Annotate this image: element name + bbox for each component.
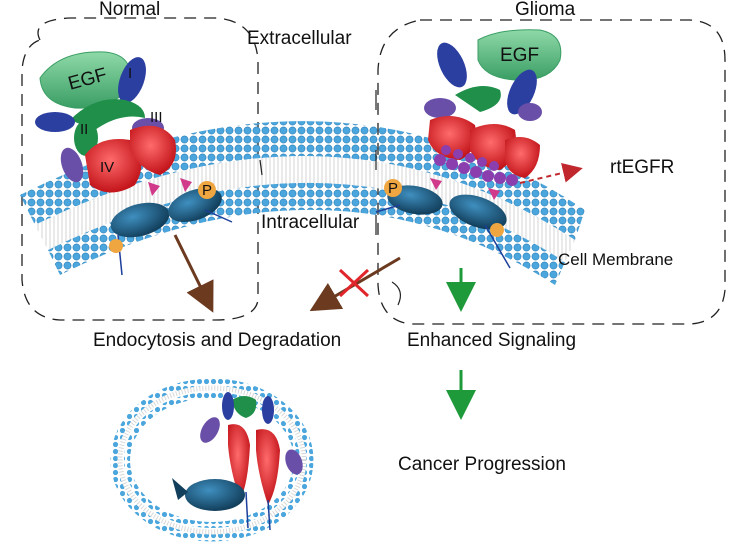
label-cancer-progression: Cancer Progression [398,454,566,475]
label-rtegfr: rtEGFR [610,157,675,178]
rtegfr-arrow [519,163,583,184]
domain-i-left [118,57,146,103]
label-egf-right: EGF [500,45,540,66]
kinase-domain-left-a [110,202,170,238]
glioma-egfr-cluster [375,29,562,269]
domain-ii-label-blob [74,120,98,156]
label-cell-membrane: Cell Membrane [558,250,674,269]
label-phospho-left: P [202,182,213,199]
label-endocytosis: Endocytosis and Degradation [93,330,342,351]
arrow-normal-to-endocytosis [173,234,214,313]
label-domain-ii: II [80,121,89,138]
kinase-domain-right-a [387,185,443,215]
label-phospho-right: P [388,180,399,197]
rtegfr-beads [434,145,518,186]
label-domain-i: I [128,65,133,82]
label-domain-iv: IV [100,159,115,176]
kinase-domain-right-b [449,194,507,230]
label-extracellular: Extracellular [247,28,352,49]
label-enhanced-signaling: Enhanced Signaling [407,330,577,351]
blocked-x-icon [338,268,370,298]
arrow-glioma-to-endocytosis [309,256,401,312]
arrow-curve-stub [391,281,402,306]
phospho-right-circle [384,179,402,197]
domain-iii-red [130,125,176,175]
label-glioma: Glioma [515,0,576,20]
label-normal: Normal [99,0,161,20]
normal-egfr-dimer [35,51,233,276]
phospho-left-circle [198,181,216,199]
glioma-compartment-outline [377,19,726,325]
endocytic-vesicle [110,378,314,542]
normal-compartment-outline [21,17,259,321]
domain-ii-blue [35,112,75,132]
egf-ligand-right [477,29,562,81]
label-intracellular: Intracellular [261,212,360,233]
label-domain-iii: III [150,109,163,126]
domain-iv-left [85,139,142,193]
phospho-left-bottom [109,239,123,253]
